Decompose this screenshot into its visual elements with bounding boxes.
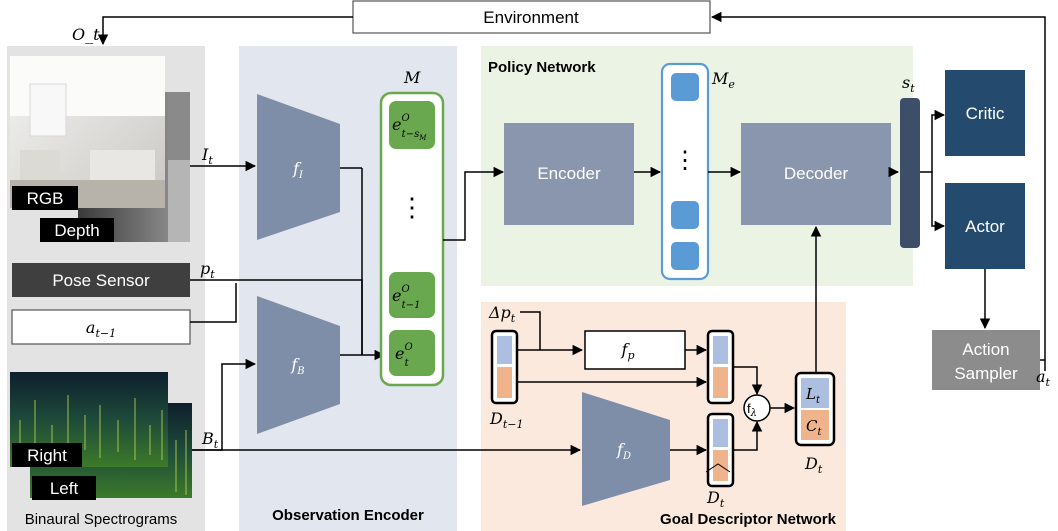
action-sampler-line1: Action xyxy=(962,340,1009,359)
dhat-to-flambda-arrow xyxy=(733,420,763,451)
b-t-label: Bt xyxy=(201,429,219,451)
env-to-observation-arrow xyxy=(97,16,353,46)
d-hat-location xyxy=(713,419,728,447)
right-label-box xyxy=(12,443,82,467)
action-sampler-line2: Sampler xyxy=(954,364,1018,383)
state-vector xyxy=(900,98,920,248)
policy-decoder-label: Decoder xyxy=(784,164,849,183)
actor-block xyxy=(945,183,1025,269)
d-updated-category xyxy=(713,367,728,398)
observation-encoder-title: Observation Encoder xyxy=(272,507,424,524)
rgb-depth-images xyxy=(10,56,190,242)
memory-me-slot-1 xyxy=(671,73,699,101)
memory-entry-current xyxy=(389,330,435,376)
prev-action-line xyxy=(190,283,237,323)
delta-p-line xyxy=(520,311,541,350)
fp-block xyxy=(584,330,686,370)
binaural-caption: Binaural Spectrograms xyxy=(25,511,178,528)
depth-label: Depth xyxy=(54,221,99,240)
delta-p-t-label: Δpt xyxy=(488,303,516,325)
d-updated-location xyxy=(713,336,728,364)
memory-entry-prev xyxy=(389,272,435,318)
st-to-critic-arrow xyxy=(920,109,946,173)
memory-me-slot-3 xyxy=(671,242,699,270)
pose-sensor-label: Pose Sensor xyxy=(52,271,150,290)
s-t-label: st xyxy=(902,73,915,95)
policy-network-title: Policy Network xyxy=(488,59,596,76)
pose-sensor-box xyxy=(12,263,190,297)
left-label: Left xyxy=(50,479,79,498)
action-to-env-arrow xyxy=(710,11,1046,371)
p-t-label: pt xyxy=(200,259,215,281)
d-prev-category xyxy=(497,367,512,398)
policy-encoder-label: Encoder xyxy=(537,164,601,183)
critic-label: Critic xyxy=(966,104,1005,123)
fb-encoder xyxy=(257,296,340,434)
policy-encoder-block xyxy=(504,123,634,225)
action-sampler-block xyxy=(932,330,1040,390)
right-label: Right xyxy=(27,446,67,465)
left-label-box xyxy=(32,476,96,500)
critic-block xyxy=(945,70,1025,156)
dupdated-to-flambda-arrow xyxy=(733,366,763,396)
fd-encoder xyxy=(582,392,670,506)
environment-box xyxy=(352,0,711,34)
environment-label: Environment xyxy=(483,8,579,27)
d-t-location-cell xyxy=(801,378,829,408)
memory-me-dots: ⋮ xyxy=(673,147,697,174)
prev-action-box xyxy=(11,309,191,345)
memory-me-slot-2 xyxy=(671,201,699,229)
actor-label: Actor xyxy=(965,217,1005,236)
fi-label: fI xyxy=(292,159,304,181)
f-lambda-label: fλ xyxy=(747,401,757,419)
d-prev-location xyxy=(497,336,512,364)
goal-descriptor-network-title: Goal Descriptor Network xyxy=(660,511,837,528)
i-t-label: It xyxy=(201,145,213,167)
memory-to-encoder-arrow xyxy=(443,166,505,241)
st-to-actor-arrow xyxy=(931,172,946,232)
memory-m-label: M xyxy=(403,68,421,87)
policy-decoder-block xyxy=(741,123,891,225)
rgb-label: RGB xyxy=(27,189,64,208)
memory-entry-top xyxy=(389,101,435,149)
d-t-category-cell xyxy=(801,410,829,440)
a-t-label: at xyxy=(1036,367,1051,389)
d-hat-hat xyxy=(705,463,731,473)
rgb-label-box xyxy=(12,186,78,210)
depth-label-box xyxy=(40,218,114,242)
fi-encoder xyxy=(257,94,340,240)
memory-m-dots: ⋮ xyxy=(399,192,425,222)
o-t-label: O_t xyxy=(72,25,100,44)
